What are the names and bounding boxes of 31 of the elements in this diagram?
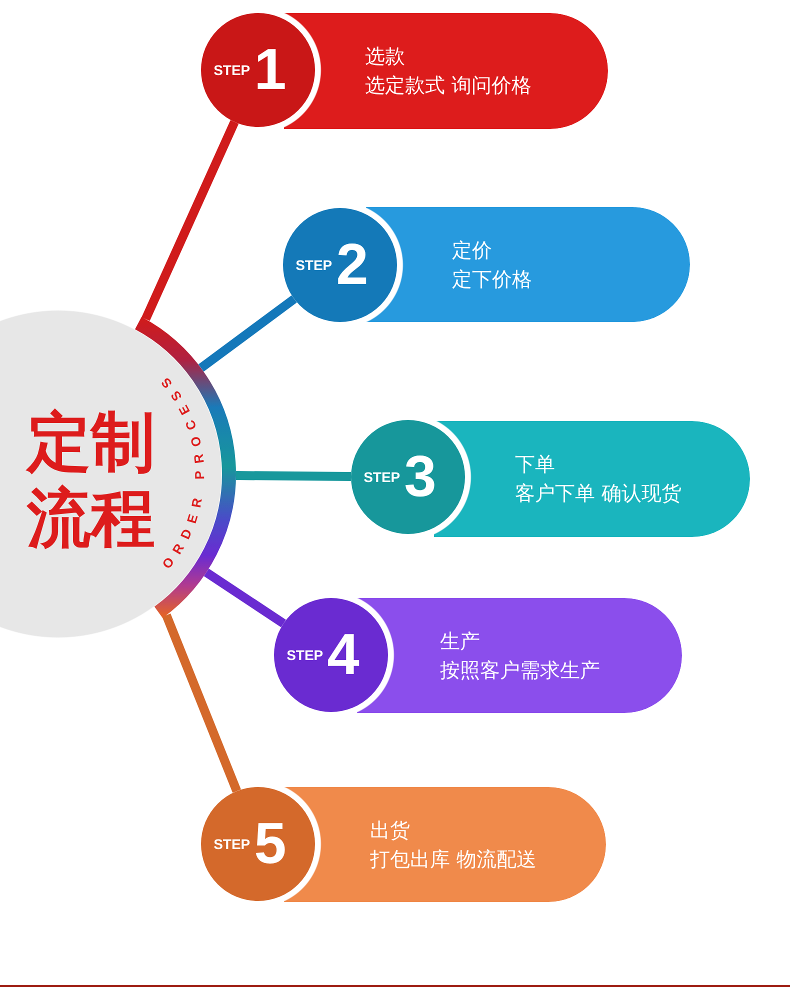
step-label: STEP xyxy=(296,258,332,272)
step-description: 客户下单 确认现货 xyxy=(515,480,682,507)
hub-title: 定制流程 xyxy=(27,405,156,557)
step-description: 打包出库 物流配送 xyxy=(370,846,536,872)
step-label: STEP xyxy=(214,63,250,77)
step-title: 生产 xyxy=(440,628,480,654)
step-description: 选定款式 询问价格 xyxy=(365,72,532,99)
step-title: 出货 xyxy=(370,816,410,844)
connector-line xyxy=(142,120,239,321)
step-number: 1 xyxy=(254,41,286,99)
step-number: 4 xyxy=(327,626,360,684)
step-label: STEP xyxy=(214,837,250,851)
step-number: 5 xyxy=(254,815,286,873)
step-description: 定下价格 xyxy=(452,266,532,292)
step-circle xyxy=(201,13,315,127)
step-title: 定价 xyxy=(452,236,492,264)
step-circle xyxy=(274,598,388,712)
connector-line xyxy=(198,295,297,372)
step-number: 3 xyxy=(404,448,436,506)
step-circle xyxy=(283,208,397,322)
connector-line xyxy=(236,471,352,481)
step-label: STEP xyxy=(364,470,400,484)
step-title: 选款 xyxy=(365,43,405,70)
step-title: 下单 xyxy=(515,451,555,478)
step-description: 按照客户需求生产 xyxy=(440,656,600,684)
connector-line xyxy=(204,568,286,628)
connector-line xyxy=(162,614,241,793)
step-number: 2 xyxy=(336,236,368,294)
step-circle xyxy=(201,787,315,901)
step-label: STEP xyxy=(286,648,324,662)
step-circle xyxy=(351,420,465,534)
